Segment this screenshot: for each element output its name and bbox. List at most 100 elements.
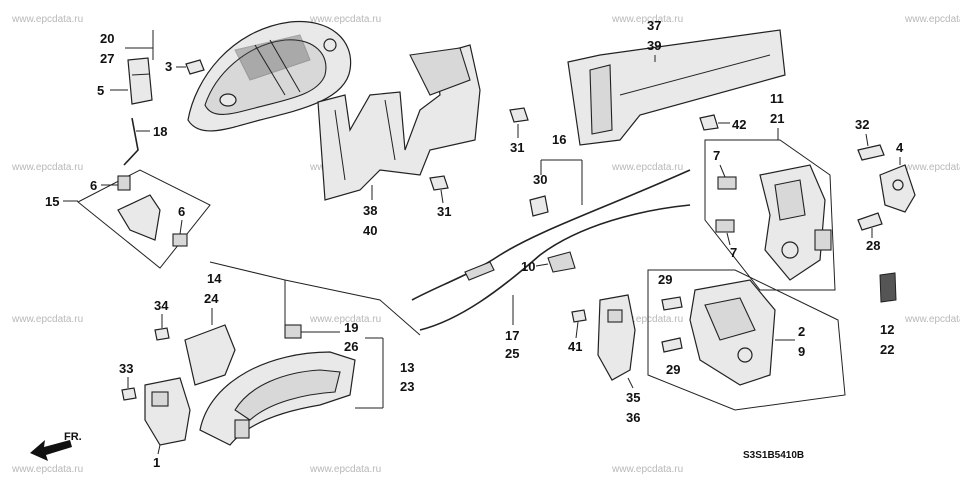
leader-line	[719, 164, 726, 178]
leader-line	[575, 321, 579, 339]
callout-label: 22	[880, 342, 894, 357]
callout-label: 3	[165, 59, 172, 74]
bolt-part[interactable]	[661, 296, 683, 311]
callout-label: 31	[437, 204, 451, 219]
callout-label: 28	[866, 238, 880, 253]
callout-label: 33	[119, 361, 133, 376]
clip-part[interactable]	[529, 195, 549, 217]
screw-part[interactable]	[571, 309, 587, 323]
watermark-text: www.epcdata.ru	[11, 162, 83, 173]
watermark-text: www.epcdata.ru	[11, 14, 83, 25]
clip-part[interactable]	[284, 324, 302, 339]
group-14-lines	[209, 261, 421, 336]
rod-part[interactable]	[123, 117, 139, 166]
bolt-part[interactable]	[154, 327, 170, 341]
callout-label: 7	[730, 245, 737, 260]
watermark-text: www.epcdata.ru	[309, 14, 381, 25]
group-2-box	[647, 269, 846, 411]
bolt-part[interactable]	[429, 175, 449, 191]
leader-line	[440, 189, 444, 204]
callout-label: 32	[855, 117, 869, 132]
bracket-part[interactable]	[184, 324, 236, 386]
callout-label: 39	[647, 38, 661, 53]
watermark-text: www.epcdata.ru	[611, 14, 683, 25]
diagram-code: S3S1B5410B	[743, 450, 804, 461]
clip-part[interactable]	[715, 219, 735, 233]
watermark-text: www.epcdata.ru	[11, 464, 83, 475]
callout-label: 2	[798, 324, 805, 339]
callout-label: 13	[400, 360, 414, 375]
bolt-part[interactable]	[857, 212, 883, 231]
outer-handle-assembly[interactable]	[187, 20, 352, 132]
callout-label: 7	[713, 148, 720, 163]
callout-label: 40	[363, 223, 377, 238]
callout-label: 4	[896, 140, 904, 155]
cable-assembly[interactable]	[411, 169, 691, 331]
clip-part[interactable]	[717, 176, 737, 190]
callout-label: 34	[154, 298, 169, 313]
callout-label: 27	[100, 51, 114, 66]
leader-line	[726, 232, 731, 246]
bumper-part[interactable]	[879, 272, 897, 303]
group-11-box	[704, 139, 836, 291]
leader-line	[627, 377, 634, 389]
callout-label: 11	[770, 91, 784, 106]
bracket-part[interactable]	[117, 175, 188, 247]
front-direction-arrow: FR.	[30, 431, 82, 461]
bolt-part[interactable]	[857, 144, 885, 161]
callout-label: 41	[568, 339, 582, 354]
callout-label: 36	[626, 410, 640, 425]
watermark-text: www.epcdata.ru	[904, 14, 960, 25]
callout-label: 42	[732, 117, 746, 132]
callout-label: 5	[97, 83, 104, 98]
handle-cover-part[interactable]	[127, 57, 153, 105]
watermark-text: www.epcdata.ru	[309, 464, 381, 475]
lock-knob-part[interactable]	[144, 377, 191, 446]
watermark-text: www.epcdata.ru	[611, 314, 683, 325]
watermark-text: www.epcdata.ru	[309, 314, 381, 325]
watermark-text: www.epcdata.ru	[611, 162, 683, 173]
callout-label: 26	[344, 339, 358, 354]
watermark-text: www.epcdata.ru	[611, 464, 683, 475]
leader-line	[179, 219, 183, 235]
leader-line	[865, 133, 869, 147]
callout-label: 30	[533, 172, 547, 187]
bracket-part[interactable]	[597, 294, 636, 381]
bolt-part[interactable]	[661, 337, 683, 353]
callout-label: 17	[505, 328, 519, 343]
screw-part[interactable]	[699, 114, 719, 131]
callout-label: 6	[178, 204, 185, 219]
actuator-part[interactable]	[689, 279, 776, 386]
rail-part[interactable]	[567, 29, 786, 146]
callout-label: 25	[505, 346, 519, 361]
callout-label: 31	[510, 140, 524, 155]
callout-label: 14	[207, 271, 222, 286]
callout-label: 19	[344, 320, 358, 335]
inner-handle-part[interactable]	[199, 351, 356, 446]
callout-label: 10	[521, 259, 535, 274]
leader-line	[535, 263, 549, 267]
protector-part[interactable]	[317, 44, 481, 201]
callout-label: 20	[100, 31, 114, 46]
striker-part[interactable]	[879, 164, 916, 213]
callout-label: 15	[45, 194, 59, 209]
leader-line	[157, 444, 161, 455]
bolt-part[interactable]	[509, 107, 529, 123]
callout-label: 12	[880, 322, 894, 337]
watermark-text: www.epcdata.ru	[11, 314, 83, 325]
screw-part[interactable]	[121, 387, 137, 401]
callout-label: 16	[552, 132, 566, 147]
callout-label: 21	[770, 111, 784, 126]
callout-label: 29	[658, 272, 672, 287]
latch-part[interactable]	[759, 164, 832, 281]
callout-label: 6	[90, 178, 97, 193]
callout-label: 18	[153, 124, 167, 139]
callout-label: 24	[204, 291, 219, 306]
callout-label: 29	[666, 362, 680, 377]
callout-label: 23	[400, 379, 414, 394]
callout-label: 1	[153, 455, 160, 470]
callout-label: 9	[798, 344, 805, 359]
callout-label: 35	[626, 390, 640, 405]
watermark-text: www.epcdata.ru	[904, 162, 960, 173]
